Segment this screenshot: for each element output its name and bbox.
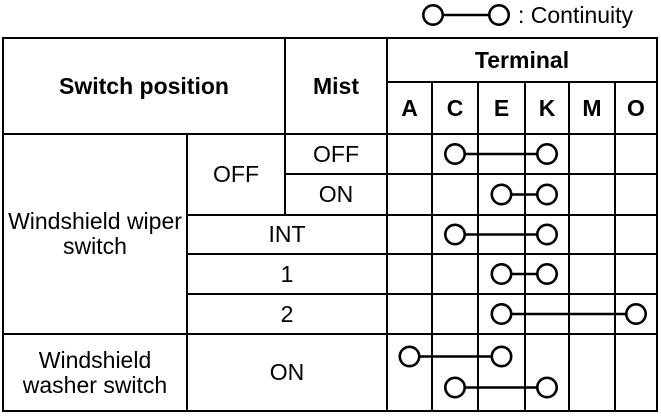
terminal-cell [431,293,479,335]
position-1-cell: 1 [186,253,388,295]
terminal-cell [614,173,658,216]
terminal-cell [568,333,616,412]
terminal-cell [524,214,570,255]
continuity-table: Switch position Mist Terminal A C E K M … [2,37,658,412]
position-2-cell: 2 [186,293,388,335]
terminal-cell [431,173,479,216]
terminal-cell [386,293,433,335]
terminal-col-E: E [477,81,526,135]
legend: : Continuity [420,2,633,28]
header-terminal: Terminal [386,37,658,83]
position-on-cell: ON [186,333,388,412]
position-int-cell: INT [186,214,388,255]
header-mist: Mist [284,37,388,135]
terminal-cell [614,333,658,412]
terminal-cell [386,133,433,175]
terminal-cell [477,133,526,175]
terminal-cell [524,133,570,175]
terminal-cell [386,253,433,295]
terminal-cell [568,173,616,216]
terminal-cell [524,293,570,335]
terminal-cell [386,173,433,216]
terminal-cell [477,173,526,216]
terminal-cell [477,333,526,412]
terminal-cell [524,253,570,295]
terminal-col-M: M [568,81,616,135]
terminal-cell [386,214,433,255]
terminal-col-O: O [614,81,658,135]
terminal-cell [614,253,658,295]
terminal-cell [614,133,658,175]
wiper-switch-label: Windshield wiper switch [2,133,188,335]
terminal-cell [477,293,526,335]
terminal-col-C: C [431,81,479,135]
terminal-cell [431,253,479,295]
position-off-cell: OFF [186,133,286,216]
terminal-cell [477,253,526,295]
terminal-cell [431,214,479,255]
legend-label: : Continuity [518,2,634,28]
terminal-cell [386,333,433,412]
terminal-cell [477,214,526,255]
terminal-col-A: A [386,81,433,135]
terminal-cell [431,333,479,412]
washer-switch-label: Windshield washer switch [2,333,188,412]
terminal-cell [568,133,616,175]
terminal-cell [568,214,616,255]
terminal-cell [431,133,479,175]
terminal-cell [568,293,616,335]
mist-off-cell: OFF [284,133,388,175]
header-switch-position: Switch position [2,37,286,135]
terminal-cell [614,214,658,255]
mist-on-cell: ON [284,173,388,216]
terminal-cell [524,173,570,216]
terminal-cell [524,333,570,412]
terminal-cell [614,293,658,335]
terminal-cell [568,253,616,295]
continuity-symbol-icon [422,4,511,26]
terminal-col-K: K [524,81,570,135]
